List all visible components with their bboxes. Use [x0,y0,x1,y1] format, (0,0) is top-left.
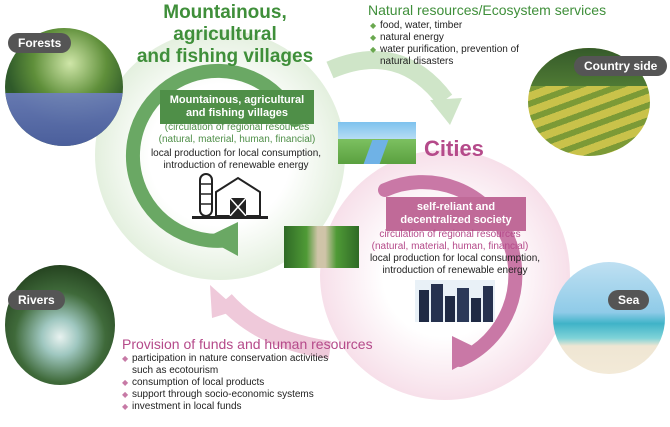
rivers-photo [5,265,115,385]
sea-photo [553,262,665,374]
services-item: food, water, timber [380,20,463,31]
funds-item: investment in local funds [132,401,242,412]
cities-title: Cities [424,136,484,161]
river-landscape-image [338,122,416,164]
village-title-line2: and fishing villages [136,46,314,67]
city-ring-arrow [378,175,523,367]
village-title-line1: Mountainous, agricultural [163,2,287,45]
services-arrowhead [430,98,462,125]
bullet-icon: ◆ [370,21,377,30]
rivers-tag: Rivers [8,290,65,310]
village-title: Mountainous, agricultural and fishing vi… [110,2,340,68]
city-box: self-reliant and decentralized society [386,197,526,231]
funds-item: such as ecotourism [132,365,219,376]
countryside-tag: Country side [574,56,668,76]
services-heading: Natural resources/Ecosystem services [368,2,607,18]
village-box-line1: Mountainous, agricultural [169,94,305,106]
village-local: local production for local consumption, … [140,148,332,172]
road-image [284,226,359,268]
village-circ-line1: (circulation of regional resources [164,122,310,133]
list-item: natural disasters [370,56,560,68]
bullet-icon: ◆ [122,390,129,399]
city-local-line2: introduction of renewable energy [382,265,528,276]
services-list: ◆food, water, timber ◆natural energy ◆wa… [370,20,560,68]
bullet-icon: ◆ [122,354,129,363]
list-item: ◆consumption of local products [122,377,382,389]
list-item: ◆participation in nature conservation ac… [122,353,382,365]
funds-item: consumption of local products [132,377,265,388]
city-circulation: circulation of regional resources (natur… [360,229,540,253]
services-arrow [326,51,453,106]
funds-heading: Provision of funds and human resources [122,336,373,352]
village-circulation: (circulation of regional resources (natu… [142,122,332,146]
village-ring-arrow [125,63,302,248]
forests-tag: Forests [8,33,72,53]
list-item: such as ecotourism [122,365,382,377]
funds-item: support through socio-economic systems [132,389,314,400]
funds-list: ◆participation in nature conservation ac… [122,353,382,413]
city-circ-line1: circulation of regional resources [379,229,521,240]
list-item: ◆natural energy [370,32,560,44]
village-local-line1: local production for local consumption, [150,148,322,159]
city-circ-line2: (natural, material, human, financial) [371,241,529,252]
list-item: ◆food, water, timber [370,20,560,32]
services-item: water purification, prevention of [380,44,519,55]
city-local: local production for local consumption, … [360,253,550,277]
bullet-icon: ◆ [370,45,377,54]
list-item: ◆investment in local funds [122,401,382,413]
funds-item: participation in nature conservation act… [132,353,329,364]
village-circ-line2: (natural, material, human, financial) [158,134,316,145]
village-ring-arrowhead [205,222,238,256]
village-box-line2: and fishing villages [185,107,289,119]
list-item: ◆water purification, prevention of [370,44,560,56]
funds-arrowhead [210,285,238,318]
sea-tag: Sea [608,290,650,310]
bullet-icon: ◆ [122,402,129,411]
city-box-line2: decentralized society [400,214,512,226]
bullet-icon: ◆ [122,378,129,387]
city-box-line1: self-reliant and [416,201,496,213]
bullet-icon: ◆ [370,33,377,42]
city-local-line1: local production for local consumption, [369,253,541,264]
services-item: natural disasters [380,56,454,67]
services-item: natural energy [380,32,444,43]
city-skyline-illustration [415,280,495,322]
village-local-line2: introduction of renewable energy [163,160,309,171]
city-ring-arrowhead [452,336,485,370]
village-box: Mountainous, agricultural and fishing vi… [160,90,314,124]
list-item: ◆support through socio-economic systems [122,389,382,401]
barn-illustration [192,173,268,219]
